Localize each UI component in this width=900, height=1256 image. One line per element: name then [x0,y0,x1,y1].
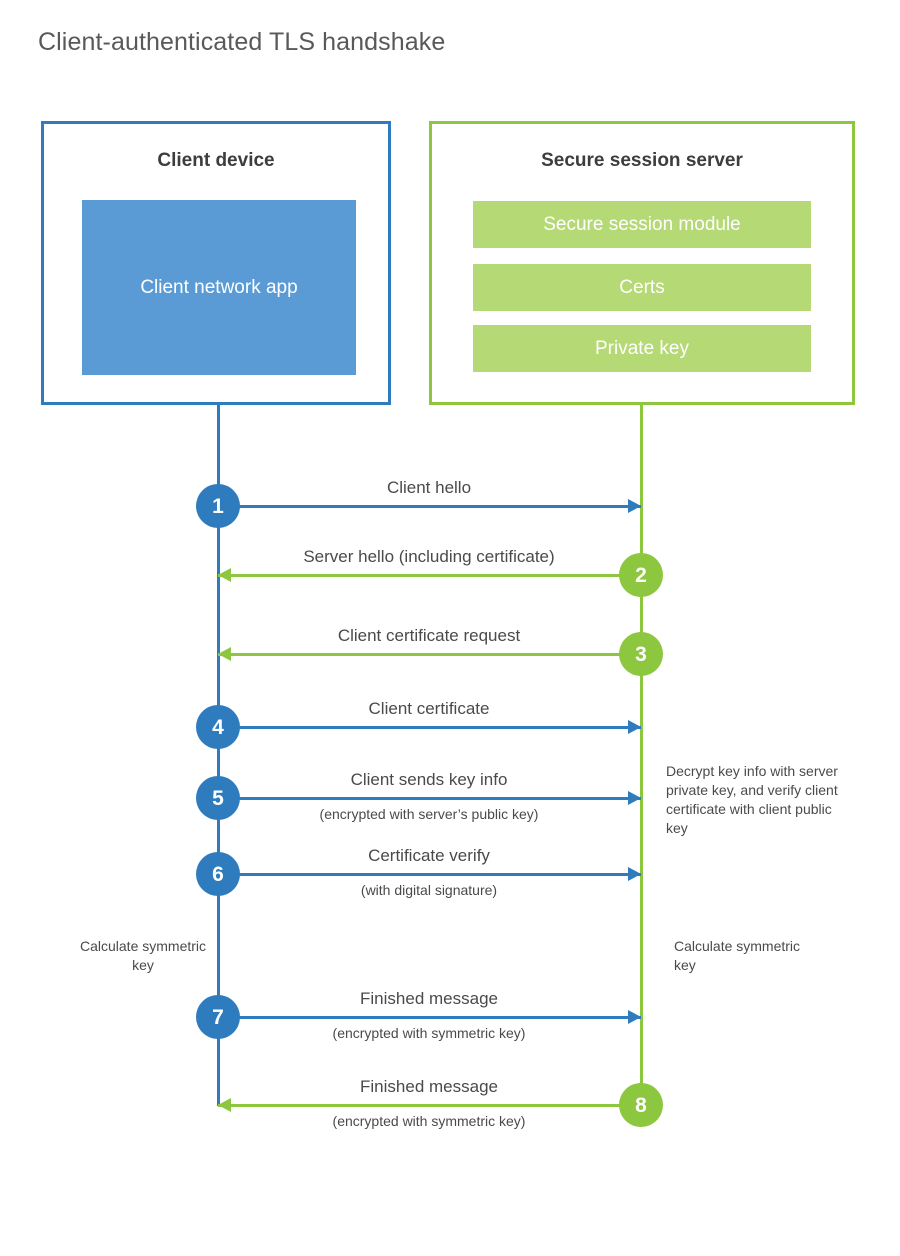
message-label-7: Finished message [360,989,498,1008]
message-label-5: Client sends key info [350,770,508,789]
step-circle-3[interactable]: 3 [619,632,663,676]
message-label-6: Certificate verify [368,846,490,865]
message-line-3 [218,653,641,656]
message-line-1 [218,505,641,508]
message-line-7 [218,1016,641,1019]
message-line-6 [218,873,641,876]
message-line-8 [218,1104,641,1107]
message-label-8: Finished message [360,1077,498,1096]
step-circle-7[interactable]: 7 [196,995,240,1039]
arrow-head-1 [628,499,641,513]
step-circle-8[interactable]: 8 [619,1083,663,1127]
step-circle-1[interactable]: 1 [196,484,240,528]
note-calculate-symmetric-key-server: Calculate symmetric key [674,938,801,973]
step-circle-6[interactable]: 6 [196,852,240,896]
client-lifeline [217,404,220,1106]
step-circle-2[interactable]: 2 [619,553,663,597]
arrow-head-2 [218,568,231,582]
message-sublabel-5: (encrypted with server’s public key) [319,806,539,822]
server-component-certs: Certs [473,264,811,311]
page-title: Client-authenticated TLS handshake [38,28,446,56]
message-sublabel-6: (with digital signature) [360,882,498,898]
step-circle-5[interactable]: 5 [196,776,240,820]
server-component-secure-session-module: Secure session module [473,201,811,248]
message-sublabel-8: (encrypted with symmetric key) [332,1113,526,1129]
arrow-head-3 [218,647,231,661]
arrow-head-8 [218,1098,231,1112]
client-device-title: Client device [157,150,275,171]
message-label-2: Server hello (including certificate) [303,547,555,566]
server-component-private-key: Private key [473,325,811,372]
client-network-app-block: Client network app [82,200,356,375]
message-line-2 [218,574,641,577]
note-decrypt-key-info: Decrypt key info with server private key… [666,763,838,836]
message-sublabel-7: (encrypted with symmetric key) [332,1025,526,1041]
message-label-3: Client certificate request [337,626,521,645]
secure-session-server-title: Secure session server [541,150,743,171]
server-lifeline [640,404,643,1106]
message-label-4: Client certificate [368,699,490,718]
arrow-head-7 [628,1010,641,1024]
client-device-box: Client device Client network app [41,121,391,405]
step-circle-4[interactable]: 4 [196,705,240,749]
arrow-head-6 [628,867,641,881]
note-calculate-symmetric-key-client: Calculate symmetric key [79,938,207,973]
message-line-5 [218,797,641,800]
secure-session-server-box: Secure session server Secure session mod… [429,121,855,405]
arrow-head-4 [628,720,641,734]
message-line-4 [218,726,641,729]
arrow-head-5 [628,791,641,805]
message-label-1: Client hello [386,478,472,497]
